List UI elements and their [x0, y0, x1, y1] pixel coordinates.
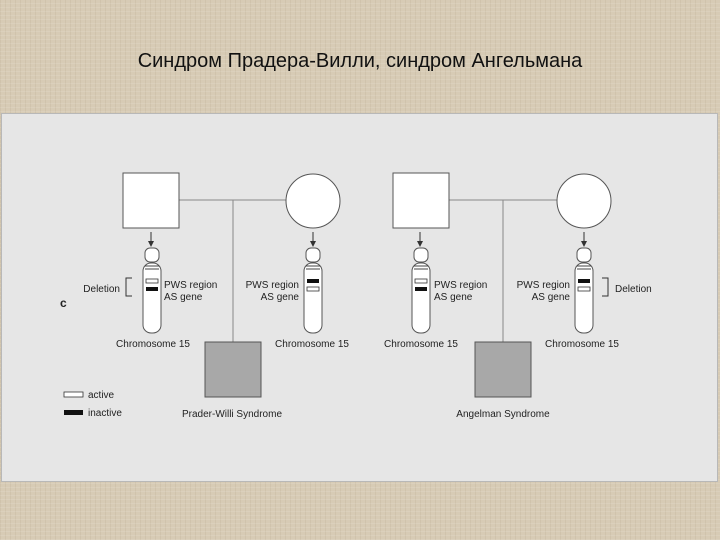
- right-father-pws-label: PWS region: [434, 280, 487, 291]
- pedigree-diagram: Deletion PWS region AS gene PWS region A…: [2, 114, 717, 481]
- pedigree-figure: Deletion PWS region AS gene PWS region A…: [1, 113, 718, 482]
- right-father-as-label: AS gene: [434, 292, 473, 303]
- left-father-pws-label: PWS region: [164, 280, 217, 291]
- left-mother-circle: [286, 174, 340, 228]
- legend-active-swatch: [64, 392, 83, 397]
- left-mother-chromosome-caption: Chromosome 15: [275, 339, 349, 350]
- right-father-square: [393, 173, 449, 228]
- right-mother-circle: [557, 174, 611, 228]
- slide-title: Синдром Прадера-Вилли, синдром Ангельман…: [0, 50, 720, 73]
- left-mother-as-label: AS gene: [261, 292, 300, 303]
- right-child-label: Angelman Syndrome: [456, 409, 550, 420]
- left-mother-pws-band: [307, 279, 319, 283]
- right-father-as-band: [415, 287, 427, 291]
- legend-inactive-label: inactive: [88, 408, 122, 419]
- left-mother-chromosome: [304, 248, 322, 333]
- right-father-chromosome: [412, 248, 430, 333]
- right-deletion-label: Deletion: [615, 284, 652, 295]
- legend: active inactive: [64, 390, 122, 419]
- right-child-square: [475, 342, 531, 397]
- left-mother-as-band: [307, 287, 319, 291]
- right-father-pws-band: [415, 279, 427, 283]
- right-pedigree: PWS region AS gene PWS region AS gene De…: [384, 173, 652, 420]
- left-father-pws-band: [146, 279, 158, 283]
- left-child-label: Prader-Willi Syndrome: [182, 409, 282, 420]
- left-deletion-bracket: [126, 278, 132, 296]
- right-mother-as-label: AS gene: [532, 292, 571, 303]
- left-father-as-band: [146, 287, 158, 291]
- right-deletion-bracket: [602, 278, 608, 296]
- left-father-square: [123, 173, 179, 228]
- right-mother-chromosome: [575, 248, 593, 333]
- panel-letter: c: [60, 296, 67, 310]
- right-mother-as-band: [578, 287, 590, 291]
- right-mother-pws-label: PWS region: [517, 280, 570, 291]
- legend-active-label: active: [88, 390, 115, 401]
- legend-inactive-swatch: [64, 410, 83, 415]
- right-mother-pws-band: [578, 279, 590, 283]
- left-father-as-label: AS gene: [164, 292, 203, 303]
- left-child-square: [205, 342, 261, 397]
- right-mother-chromosome-caption: Chromosome 15: [545, 339, 619, 350]
- left-father-chromosome-caption: Chromosome 15: [116, 339, 190, 350]
- right-father-chromosome-caption: Chromosome 15: [384, 339, 458, 350]
- left-pedigree: Deletion PWS region AS gene PWS region A…: [83, 173, 349, 420]
- left-father-chromosome: [143, 248, 161, 333]
- left-mother-pws-label: PWS region: [246, 280, 299, 291]
- left-deletion-label: Deletion: [83, 284, 120, 295]
